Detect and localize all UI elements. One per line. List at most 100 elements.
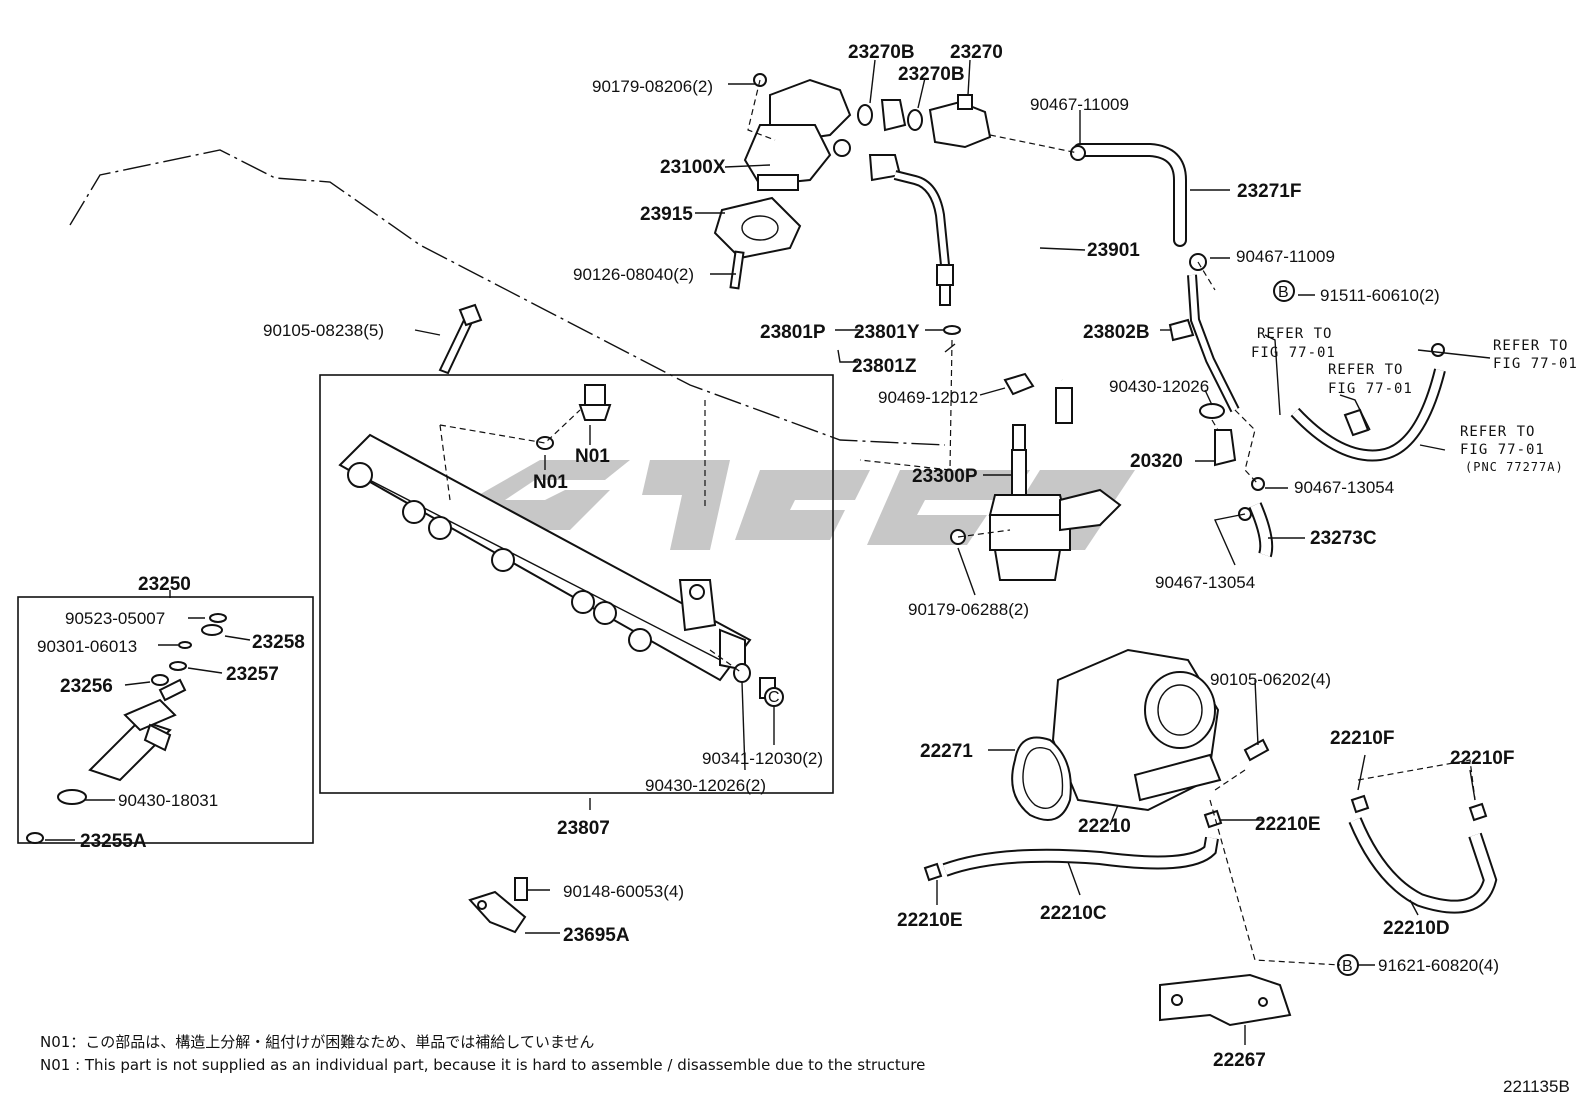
o-ring-23270B-b [907,109,923,131]
label-90148-60053: 90148-60053(4) [563,882,684,901]
label-23270B-top: 23270B [848,42,915,63]
label-90467-13054-bottom: 90467-13054 [1155,573,1255,592]
label-90430-12026: 90430-12026 [1109,377,1209,396]
o-ring-90523-05007 [209,613,227,623]
label-23271F: 23271F [1237,181,1301,202]
dashed-connector-lines [439,79,1476,966]
label-91621-60820: 91621-60820(4) [1378,956,1499,975]
label-90523-05007: 90523-05007 [65,609,165,628]
note-n01-english: N01 : This part is not supplied as an in… [40,1056,925,1074]
refer-4-line-3: (PNC 77277A) [1465,460,1564,474]
refer-label-1: REFER TO FIG 77-01 [1251,326,1335,361]
fuel-pressure-sensor-23270 [928,94,992,149]
refer-2-line-2: FIG 77-01 [1493,356,1578,372]
o-ring-23270B-a [857,104,873,126]
c-marker-letter: C [768,689,780,706]
valve-20320 [1214,429,1237,467]
label-23801P: 23801P [760,322,826,343]
bolt-90148-60053 [514,877,528,901]
bolt-marker-B-2: B [1337,954,1359,976]
leader-lines [45,59,1491,1045]
label-90341-12030: 90341-12030(2) [702,749,823,768]
label-23258: 23258 [252,632,305,653]
label-23256: 23256 [60,676,113,697]
label-22210D: 22210D [1383,918,1450,939]
hose-23271F [1073,143,1187,247]
refer-label-3: REFER TO FIG 77-01 [1328,362,1412,397]
label-90469-12012: 90469-12012 [878,388,978,407]
label-90430-12026-rail: 90430-12026(2) [645,776,766,795]
bolt-marker-B-1: B [1273,280,1295,302]
ring-23801Z [944,343,956,353]
label-22210C: 22210C [1040,903,1107,924]
bolt-marker-letter: B [1278,284,1289,301]
fuel-rail-group-box [319,374,834,794]
o-ring-23801Y [943,325,961,335]
clamp-22210E-a [1203,809,1223,829]
label-90301-06013: 90301-06013 [37,637,137,656]
gasket-90430-18031 [57,789,87,805]
o-ring-23256 [151,674,169,686]
gasket-N01 [536,436,554,450]
label-90105-06202: 90105-06202(4) [1210,670,1331,689]
bolt-90105-08238 [438,303,483,375]
refer-4-line-1: REFER TO [1460,424,1535,440]
label-23695A: 23695A [563,925,630,946]
label-90467-13054-right: 90467-13054 [1294,478,1394,497]
sensor-N01 [578,384,612,421]
throttle-body-22210 [1051,648,1222,812]
label-22271: 22271 [920,741,973,762]
label-22210: 22210 [1078,816,1131,837]
label-23801Y: 23801Y [854,322,920,343]
pipe-23802B [1168,274,1240,413]
refer-label-4: REFER TO FIG 77-01 (PNC 77277A) [1460,424,1564,474]
label-23250: 23250 [138,574,191,595]
label-23300P: 23300P [912,466,978,487]
label-23255A: 23255A [80,831,147,852]
label-N01-sensor: N01 [575,446,610,467]
clamp-22210E-b [923,862,943,882]
hose-22210D [1348,817,1498,914]
pipe-fitting [880,99,907,132]
label-23273C: 23273C [1310,528,1377,549]
clamp-90467-11009-a [1070,145,1086,161]
label-20320: 20320 [1130,451,1183,472]
fuel-rail-23807 [338,433,752,682]
fuel-pump-assembly [743,73,852,191]
injector-group-box [17,596,314,844]
pump-gasket [713,196,802,260]
label-22210E-right: 22210E [1255,814,1321,835]
purge-valve-23300P [988,424,1122,581]
refer-hose [1290,343,1446,462]
clamp-22210F-b [1468,802,1488,822]
label-90430-18031: 90430-18031 [118,791,218,810]
label-23801Z: 23801Z [852,356,917,377]
bracket-22267 [1159,973,1292,1027]
o-ring-23258 [201,624,223,636]
label-23901: 23901 [1087,240,1140,261]
label-23270: 23270 [950,42,1003,63]
hose-23273C [1248,502,1274,558]
bolt-90105-06202 [1243,738,1270,762]
clamp-90430-12026 [1199,403,1225,419]
bolt-marker-letter: B [1342,958,1353,975]
note-n01-japanese: N01：この部品は、構造上分解・組付けが困難なため、単品では補給していません [40,1033,594,1051]
gasket-22271 [1011,736,1072,821]
clamp-22210F-a [1350,794,1370,814]
label-90467-11009-top: 90467-11009 [1030,95,1129,114]
pipe-23901 [985,138,1073,424]
gasket-90430-12026 [733,663,751,683]
bracket-23695A [468,890,527,934]
label-91511-60610: 91511-60610(2) [1320,286,1440,305]
refer-2-line-1: REFER TO [1493,338,1568,354]
label-22210E-left: 22210E [897,910,963,931]
stud-bolt [729,250,745,290]
label-22210F-right: 22210F [1450,748,1514,769]
label-N01-gasket: N01 [533,472,568,493]
label-22267: 22267 [1213,1050,1266,1071]
label-90179-08206: 90179-08206(2) [592,77,713,96]
label-23802B: 23802B [1083,322,1150,343]
refer-1-line-1: REFER TO [1257,326,1332,342]
label-23100X: 23100X [660,157,726,178]
